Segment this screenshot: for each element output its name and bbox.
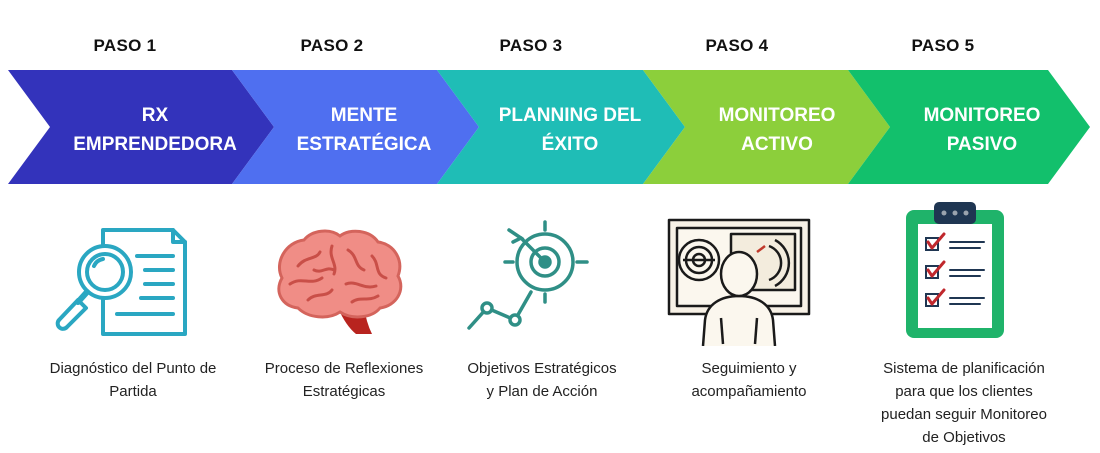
step-1-description-line-2: Partida bbox=[109, 383, 157, 400]
step-1-chevron bbox=[8, 70, 274, 184]
step-3-chevron bbox=[437, 70, 685, 184]
step-5-description-line-1: Sistema de planificación bbox=[883, 360, 1045, 377]
step-5-title-line-1: MONITOREO bbox=[923, 105, 1041, 126]
step-3-title-line-1: PLANNING DEL bbox=[498, 105, 642, 126]
step-4-label: PASO 4 bbox=[705, 36, 769, 55]
step-5-description-line-2: para que los clientes bbox=[895, 383, 1033, 400]
brain-icon bbox=[277, 229, 403, 334]
magnifier-document-icon bbox=[55, 228, 187, 336]
step-5-description: Sistema de planificación para que los cl… bbox=[859, 357, 1069, 449]
step-1-title: RX EMPRENDEDORA bbox=[55, 98, 255, 162]
step-4-title-line-2: ACTIVO bbox=[741, 134, 813, 155]
step-1-description-line-1: Diagnóstico del Punto de bbox=[49, 360, 217, 377]
step-2-description: Proceso de Reflexiones Estratégicas bbox=[239, 357, 449, 403]
step-2-description-line-2: Estratégicas bbox=[302, 383, 386, 400]
target-arrow-icon bbox=[467, 220, 589, 330]
step-5-label: PASO 5 bbox=[911, 36, 975, 55]
step-1-description: Diagnóstico del Punto de Partida bbox=[28, 357, 238, 403]
step-4-title-line-1: MONITOREO bbox=[718, 105, 836, 126]
step-2-label: PASO 2 bbox=[300, 36, 364, 55]
step-1-label: PASO 1 bbox=[93, 36, 157, 55]
step-2-title-line-2: ESTRATÉGICA bbox=[296, 134, 432, 155]
step-3-description-line-1: Objetivos Estratégicos bbox=[467, 360, 617, 377]
step-1-title-line-1: RX bbox=[141, 105, 169, 126]
step-4-description: Seguimiento y acompañamiento bbox=[644, 357, 854, 403]
step-2-chevron bbox=[232, 70, 479, 184]
step-2-title: MENTE ESTRATÉGICA bbox=[264, 98, 464, 162]
step-2-description-line-1: Proceso de Reflexiones bbox=[264, 360, 424, 377]
step-5-description-line-4: de Objetivos bbox=[922, 429, 1006, 446]
step-5-chevron bbox=[848, 70, 1090, 184]
step-5-description-line-3: puedan seguir Monitoreo bbox=[881, 406, 1047, 423]
step-4-description-line-2: acompañamiento bbox=[691, 383, 807, 400]
person-monitor-icon bbox=[667, 218, 811, 346]
step-3-label: PASO 3 bbox=[499, 36, 563, 55]
step-3-title-line-2: ÉXITO bbox=[541, 134, 599, 155]
step-4-title: MONITOREO ACTIVO bbox=[677, 98, 877, 162]
step-4-chevron bbox=[643, 70, 890, 184]
step-3-description: Objetivos Estratégicos y Plan de Acción bbox=[437, 357, 647, 403]
step-3-description-line-2: y Plan de Acción bbox=[486, 383, 598, 400]
step-5-title-line-2: PASIVO bbox=[946, 134, 1018, 155]
chevron-band bbox=[8, 70, 1090, 184]
step-5-title: MONITOREO PASIVO bbox=[882, 98, 1082, 162]
step-4-description-line-1: Seguimiento y bbox=[701, 360, 797, 377]
step-2-title-line-1: MENTE bbox=[330, 105, 398, 126]
clipboard-checklist-icon bbox=[906, 202, 1004, 338]
step-3-title: PLANNING DEL ÉXITO bbox=[470, 98, 670, 162]
step-1-title-line-2: EMPRENDEDORA bbox=[73, 134, 237, 155]
